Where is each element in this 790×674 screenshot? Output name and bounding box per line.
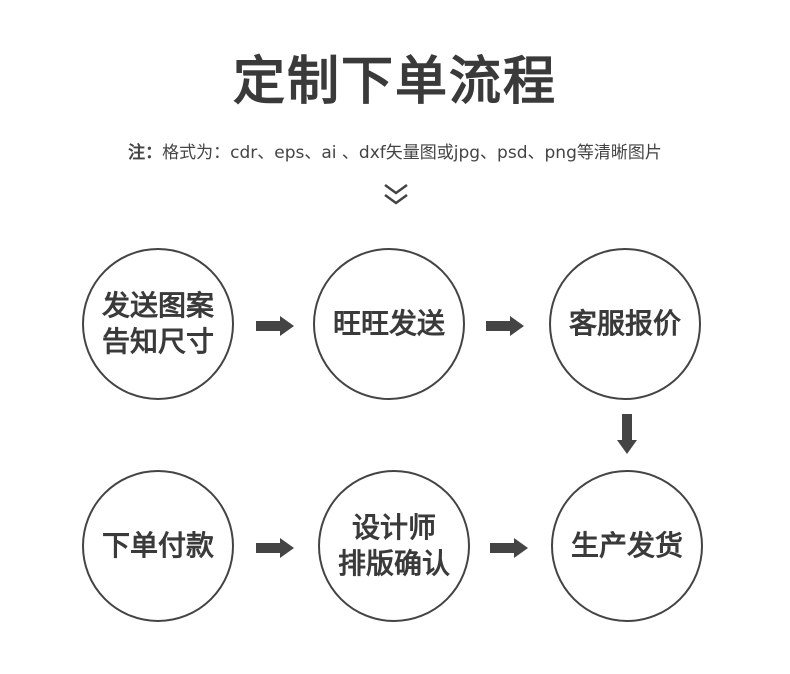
step-customer-quote: 客服报价 xyxy=(549,248,701,400)
step-designer-layout-confirm-line-2: 排版确认 xyxy=(337,547,450,580)
step-place-order-pay: 下单付款 xyxy=(82,470,234,622)
step-send-design-line-1: 发送图案 xyxy=(101,289,214,322)
format-note: 注：格式为：cdr、eps、ai 、dxf矢量图或jpg、psd、png等清晰图… xyxy=(0,141,790,165)
step-send-design-line-2: 告知尺寸 xyxy=(101,325,214,358)
arrow-right-icon xyxy=(256,538,294,558)
arrow-right-icon xyxy=(486,316,524,336)
step-designer-layout-confirm: 设计师 排版确认 xyxy=(318,470,470,622)
step-wangwang-send-line-1: 旺旺发送 xyxy=(332,307,445,340)
step-production-shipping-line-1: 生产发货 xyxy=(570,529,683,562)
double-chevron-down-icon xyxy=(384,183,408,205)
note-label: 注： xyxy=(128,143,163,163)
arrow-right-icon xyxy=(256,316,294,336)
note-text: 格式为：cdr、eps、ai 、dxf矢量图或jpg、psd、png等清晰图片 xyxy=(162,143,662,163)
page-title: 定制下单流程 xyxy=(232,52,557,112)
step-designer-layout-confirm-line-1: 设计师 xyxy=(351,511,436,544)
step-place-order-pay-line-1: 下单付款 xyxy=(101,529,214,562)
arrow-down-icon xyxy=(617,414,637,454)
step-production-shipping: 生产发货 xyxy=(551,470,703,622)
step-customer-quote-line-1: 客服报价 xyxy=(568,307,681,340)
step-wangwang-send: 旺旺发送 xyxy=(313,248,465,400)
step-send-design: 发送图案 告知尺寸 xyxy=(82,248,234,400)
arrow-right-icon xyxy=(490,538,528,558)
